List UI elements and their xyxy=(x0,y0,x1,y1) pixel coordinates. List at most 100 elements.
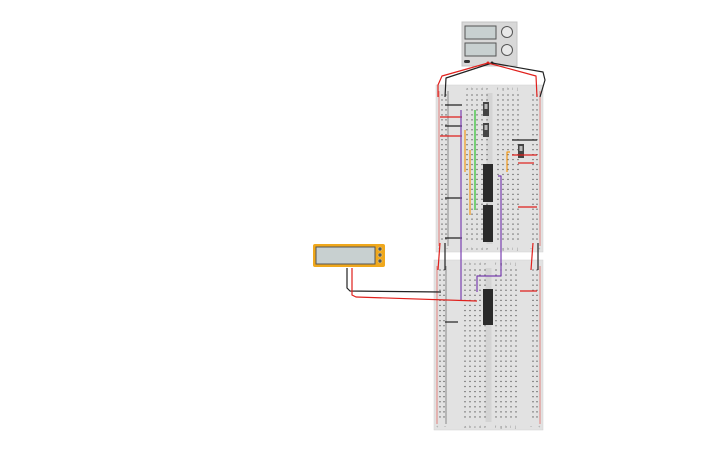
hole[interactable] xyxy=(476,208,478,210)
hole[interactable] xyxy=(441,129,443,131)
hole[interactable] xyxy=(445,124,447,126)
hole[interactable] xyxy=(484,355,486,357)
hole[interactable] xyxy=(443,320,445,322)
hole[interactable] xyxy=(517,114,519,116)
hole[interactable] xyxy=(441,154,443,156)
hole[interactable] xyxy=(500,335,502,337)
hole[interactable] xyxy=(505,350,507,352)
hole[interactable] xyxy=(500,279,502,281)
hole[interactable] xyxy=(532,269,534,271)
hole[interactable] xyxy=(495,350,497,352)
hole[interactable] xyxy=(536,104,538,106)
hole[interactable] xyxy=(536,370,538,372)
hole[interactable] xyxy=(502,99,504,101)
hole[interactable] xyxy=(502,149,504,151)
hole[interactable] xyxy=(495,315,497,317)
hole[interactable] xyxy=(471,163,473,166)
hole[interactable] xyxy=(466,228,468,230)
hole[interactable] xyxy=(507,124,509,126)
hole[interactable] xyxy=(484,370,486,372)
hole[interactable] xyxy=(471,178,473,181)
hole[interactable] xyxy=(517,228,519,230)
hole[interactable] xyxy=(500,345,502,347)
hole[interactable] xyxy=(464,416,466,418)
hole[interactable] xyxy=(510,320,512,322)
hole[interactable] xyxy=(495,274,497,276)
hole[interactable] xyxy=(495,335,497,337)
hole[interactable] xyxy=(476,158,478,161)
hole[interactable] xyxy=(481,94,483,96)
hole[interactable] xyxy=(479,299,481,301)
hole[interactable] xyxy=(466,218,468,220)
hole[interactable] xyxy=(479,365,481,367)
hole[interactable] xyxy=(484,411,486,413)
hole[interactable] xyxy=(495,370,497,372)
hole[interactable] xyxy=(512,193,514,195)
hole[interactable] xyxy=(515,370,517,372)
hole[interactable] xyxy=(507,213,509,215)
hole[interactable] xyxy=(497,94,499,96)
hole[interactable] xyxy=(512,119,514,121)
hole[interactable] xyxy=(515,274,517,276)
hole[interactable] xyxy=(474,365,476,367)
wire-red[interactable] xyxy=(530,242,534,271)
hole[interactable] xyxy=(466,183,468,185)
hole[interactable] xyxy=(507,114,509,116)
hole[interactable] xyxy=(507,134,509,136)
hole[interactable] xyxy=(495,365,497,367)
hole[interactable] xyxy=(497,198,499,200)
hole[interactable] xyxy=(469,320,471,322)
hole[interactable] xyxy=(479,269,481,271)
hole[interactable] xyxy=(466,129,468,131)
hole[interactable] xyxy=(515,355,517,357)
hole[interactable] xyxy=(532,380,534,383)
hole[interactable] xyxy=(512,163,514,166)
hole[interactable] xyxy=(466,193,468,195)
hole[interactable] xyxy=(507,139,509,141)
hole[interactable] xyxy=(439,401,441,403)
hole[interactable] xyxy=(512,233,514,235)
hole[interactable] xyxy=(532,178,534,181)
hole[interactable] xyxy=(532,320,534,322)
hole[interactable] xyxy=(471,208,473,210)
hole[interactable] xyxy=(476,144,478,146)
hole[interactable] xyxy=(505,340,507,342)
hole[interactable] xyxy=(507,129,509,131)
hole[interactable] xyxy=(495,294,497,296)
hole[interactable] xyxy=(481,218,483,220)
hole[interactable] xyxy=(502,94,504,96)
hole[interactable] xyxy=(505,360,507,362)
hole[interactable] xyxy=(532,119,534,121)
hole[interactable] xyxy=(469,269,471,271)
hole[interactable] xyxy=(443,385,445,388)
hole[interactable] xyxy=(517,233,519,235)
hole[interactable] xyxy=(532,104,534,106)
hole[interactable] xyxy=(441,193,443,195)
hole[interactable] xyxy=(445,114,447,116)
hole[interactable] xyxy=(536,119,538,121)
hole[interactable] xyxy=(536,289,538,291)
hole[interactable] xyxy=(532,203,534,205)
hole[interactable] xyxy=(532,309,534,312)
hole[interactable] xyxy=(517,208,519,210)
hole[interactable] xyxy=(474,401,476,403)
power-supply[interactable] xyxy=(461,21,518,67)
hole[interactable] xyxy=(476,119,478,121)
hole[interactable] xyxy=(497,168,499,171)
hole[interactable] xyxy=(532,173,534,176)
hole[interactable] xyxy=(481,213,483,215)
hole[interactable] xyxy=(469,335,471,337)
hole[interactable] xyxy=(466,154,468,156)
hole[interactable] xyxy=(474,380,476,383)
hole[interactable] xyxy=(512,109,514,111)
hole[interactable] xyxy=(510,335,512,337)
hole[interactable] xyxy=(439,304,441,307)
hole[interactable] xyxy=(439,406,441,408)
hole[interactable] xyxy=(484,284,486,286)
hole[interactable] xyxy=(445,149,447,151)
hole[interactable] xyxy=(495,299,497,301)
hole[interactable] xyxy=(536,208,538,210)
hole[interactable] xyxy=(512,218,514,220)
hole[interactable] xyxy=(466,238,468,240)
